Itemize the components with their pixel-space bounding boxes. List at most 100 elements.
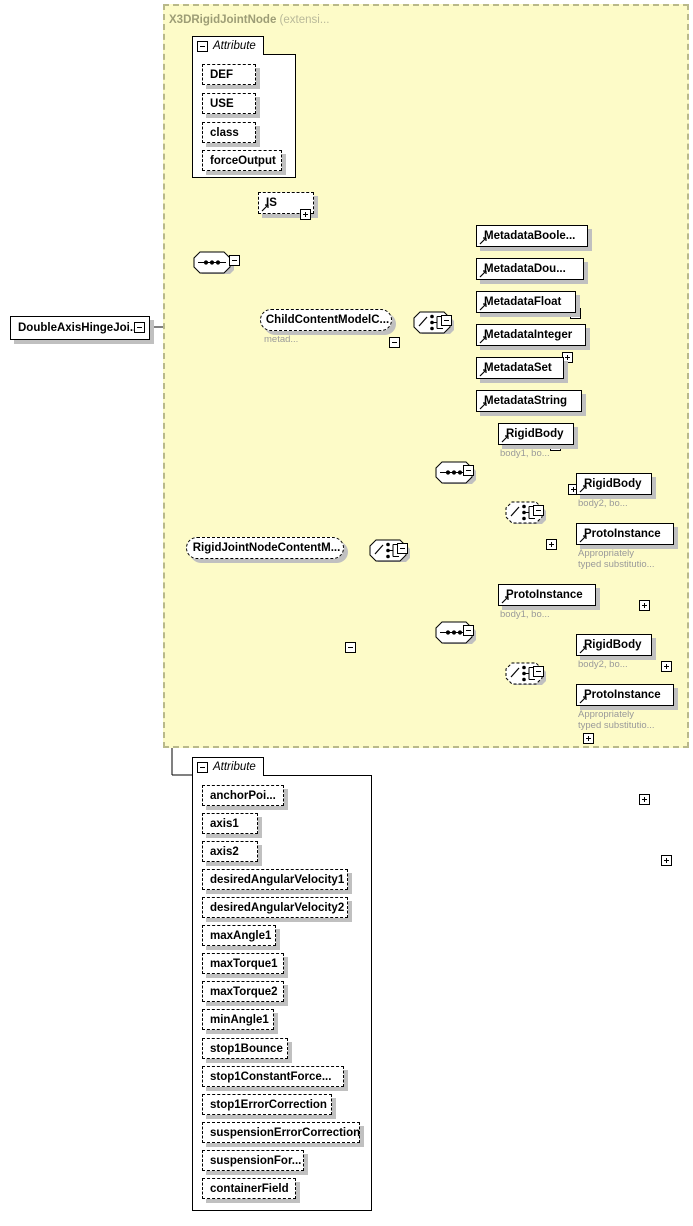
element-branch2-protoinstance-label: ProtoInstance (506, 589, 583, 601)
sequence-connector-branch1-toggle[interactable] (463, 465, 474, 476)
attribute-tab-bottom-toggle[interactable] (197, 761, 208, 773)
choice-connector-branch1-inner-toggle[interactable] (533, 505, 544, 516)
attribute-item-axis1[interactable]: axis1 (202, 813, 258, 834)
element-is-label: IS (266, 197, 277, 209)
element-branch2-option-protoinstance[interactable]: ProtoInstance (576, 684, 674, 706)
attribute-tab-top-label: Attribute (213, 40, 256, 52)
attribute-item-class[interactable]: class (202, 122, 256, 143)
element-branch2-option-protoinstance-label: ProtoInstance (584, 689, 661, 701)
attribute-item-minangle1-label: minAngle1 (210, 1013, 269, 1026)
attribute-item-maxangle1-label: maxAngle1 (210, 929, 272, 942)
sequence-connector-content-model[interactable] (190, 247, 242, 279)
element-branch1-option-protoinstance[interactable]: ProtoInstance (576, 523, 674, 545)
attribute-item-minangle1[interactable]: minAngle1 (202, 1009, 274, 1030)
element-metadatadouble[interactable]: MetadataDou... (476, 258, 584, 280)
attribute-item-maxangle1[interactable]: maxAngle1 (202, 925, 276, 946)
element-metadatastring[interactable]: MetadataString (476, 390, 582, 412)
attribute-item-stop1bounce-label: stop1Bounce (210, 1042, 283, 1055)
attribute-tab-top[interactable]: Attribute (192, 36, 264, 55)
element-branch1-option-protoinstance-label: ProtoInstance (584, 528, 661, 540)
element-branch2-protoinstance-expand[interactable] (583, 733, 594, 744)
attribute-item-axis1-label: axis1 (210, 817, 239, 830)
group-ref-child-content-model[interactable]: ChildContentModelC... (260, 309, 392, 331)
element-branch1-rigidbody-expand[interactable] (546, 539, 557, 550)
attribute-item-stop1bounce[interactable]: stop1Bounce (202, 1038, 288, 1059)
attribute-item-maxtorque1[interactable]: maxTorque1 (202, 953, 284, 974)
extension-title-bold: X3DRigidJointNode (169, 14, 277, 26)
element-branch2-protoinstance-caption: body1, bo... (500, 609, 550, 620)
choice-connector-branch2-inner-toggle[interactable] (533, 666, 544, 677)
element-branch1-rigidbody-label: RigidBody (506, 428, 564, 440)
element-is[interactable]: IS (258, 192, 314, 214)
attribute-item-forceoutput-label: forceOutput (210, 154, 276, 167)
element-metadataset-label: MetadataSet (484, 362, 552, 374)
element-branch1-option-protoinstance-caption-line1: Appropriately (578, 548, 634, 559)
group-ref-rigid-joint-node-content-label: RigidJointNodeContentM... (192, 542, 341, 554)
element-metadataboolean[interactable]: MetadataBoole... (476, 225, 588, 247)
element-branch1-option-protoinstance-expand[interactable] (661, 661, 672, 672)
group-ref-child-content-model-label: ChildContentModelC... (265, 314, 390, 326)
element-is-expand[interactable] (300, 209, 311, 220)
attribute-item-use-label: USE (210, 97, 234, 110)
element-metadatainteger[interactable]: MetadataInteger (476, 324, 586, 346)
element-metadatainteger-label: MetadataInteger (484, 329, 573, 341)
attribute-item-containerfield-label: containerField (210, 1182, 289, 1195)
root-element-toggle[interactable] (134, 322, 145, 333)
attribute-tab-top-toggle[interactable] (197, 40, 208, 52)
element-metadatafloat-label: MetadataFloat (484, 296, 562, 308)
element-branch2-protoinstance[interactable]: ProtoInstance (498, 584, 596, 606)
group-ref-child-content-model-caption: metad... (264, 334, 299, 345)
attribute-item-maxtorque2[interactable]: maxTorque2 (202, 981, 284, 1002)
attribute-item-desiredangularvelocity2[interactable]: desiredAngularVelocity2 (202, 897, 348, 918)
group-ref-rigid-joint-node-content-toggle[interactable] (345, 642, 356, 653)
attribute-item-stop1errorcorrection-label: stop1ErrorCorrection (210, 1098, 327, 1111)
element-branch1-option-protoinstance-caption-line2: typed substitutio... (578, 559, 655, 570)
root-element-label: DoubleAxisHingeJoi... (18, 322, 140, 334)
element-branch2-option-rigidbody-caption: body2, bo... (578, 659, 628, 670)
attribute-item-axis2[interactable]: axis2 (202, 841, 258, 862)
attribute-item-axis2-label: axis2 (210, 845, 239, 858)
attribute-item-stop1errorcorrection[interactable]: stop1ErrorCorrection (202, 1094, 332, 1115)
attribute-item-desiredangularvelocity1[interactable]: desiredAngularVelocity1 (202, 869, 348, 890)
element-branch2-option-rigidbody-expand[interactable] (639, 794, 650, 805)
attribute-item-maxtorque1-label: maxTorque1 (210, 957, 278, 970)
choice-connector-rigid-joint-outer-toggle[interactable] (397, 543, 408, 554)
sequence-connector-branch2-toggle[interactable] (463, 625, 474, 636)
attribute-tab-bottom[interactable]: Attribute (192, 757, 264, 776)
element-branch1-rigidbody[interactable]: RigidBody (498, 423, 574, 445)
element-metadataset[interactable]: MetadataSet (476, 357, 564, 379)
choice-connector-metadata-toggle[interactable] (441, 315, 452, 326)
attribute-item-suspensionforce-label: suspensionFor... (210, 1154, 302, 1167)
attribute-item-class-label: class (210, 126, 239, 139)
attribute-item-stop1constantforce[interactable]: stop1ConstantForce... (202, 1066, 344, 1087)
element-branch2-option-protoinstance-caption-line1: Appropriately (578, 709, 634, 720)
element-branch1-option-rigidbody-expand[interactable] (639, 600, 650, 611)
element-branch2-option-rigidbody[interactable]: RigidBody (576, 634, 652, 656)
element-branch1-option-rigidbody[interactable]: RigidBody (576, 473, 652, 495)
root-element-box[interactable]: DoubleAxisHingeJoi... (10, 316, 150, 340)
attribute-item-suspensionforce[interactable]: suspensionFor... (202, 1150, 304, 1171)
extension-title-light: (extensi... (279, 14, 330, 26)
group-ref-rigid-joint-node-content[interactable]: RigidJointNodeContentM... (186, 537, 344, 559)
element-branch1-rigidbody-caption: body1, bo... (500, 448, 550, 459)
attribute-item-suspensionerrorcorrection-label: suspensionErrorCorrection (210, 1126, 361, 1139)
attribute-item-use[interactable]: USE (202, 93, 256, 114)
element-metadatastring-label: MetadataString (484, 395, 568, 407)
element-metadatafloat[interactable]: MetadataFloat (476, 291, 576, 313)
attribute-item-suspensionerrorcorrection[interactable]: suspensionErrorCorrection (202, 1122, 360, 1143)
group-ref-child-content-model-toggle[interactable] (389, 337, 400, 348)
attribute-item-def[interactable]: DEF (202, 64, 256, 85)
element-branch1-option-rigidbody-label: RigidBody (584, 478, 642, 490)
attribute-item-anchorpoint[interactable]: anchorPoi... (202, 785, 284, 806)
element-metadataboolean-label: MetadataBoole... (484, 230, 576, 242)
attribute-item-containerfield[interactable]: containerField (202, 1178, 296, 1199)
element-branch2-option-protoinstance-caption-line2: typed substitutio... (578, 720, 655, 731)
element-branch2-option-protoinstance-expand[interactable] (661, 855, 672, 866)
extension-title: X3DRigidJointNode (extensi... (169, 14, 329, 26)
attribute-item-desiredangularvelocity1-label: desiredAngularVelocity1 (210, 873, 345, 886)
attribute-item-forceoutput[interactable]: forceOutput (202, 150, 282, 171)
sequence-connector-content-model-toggle[interactable] (229, 255, 240, 266)
attribute-item-stop1constantforce-label: stop1ConstantForce... (210, 1070, 332, 1083)
attribute-item-anchorpoint-label: anchorPoi... (210, 789, 276, 802)
